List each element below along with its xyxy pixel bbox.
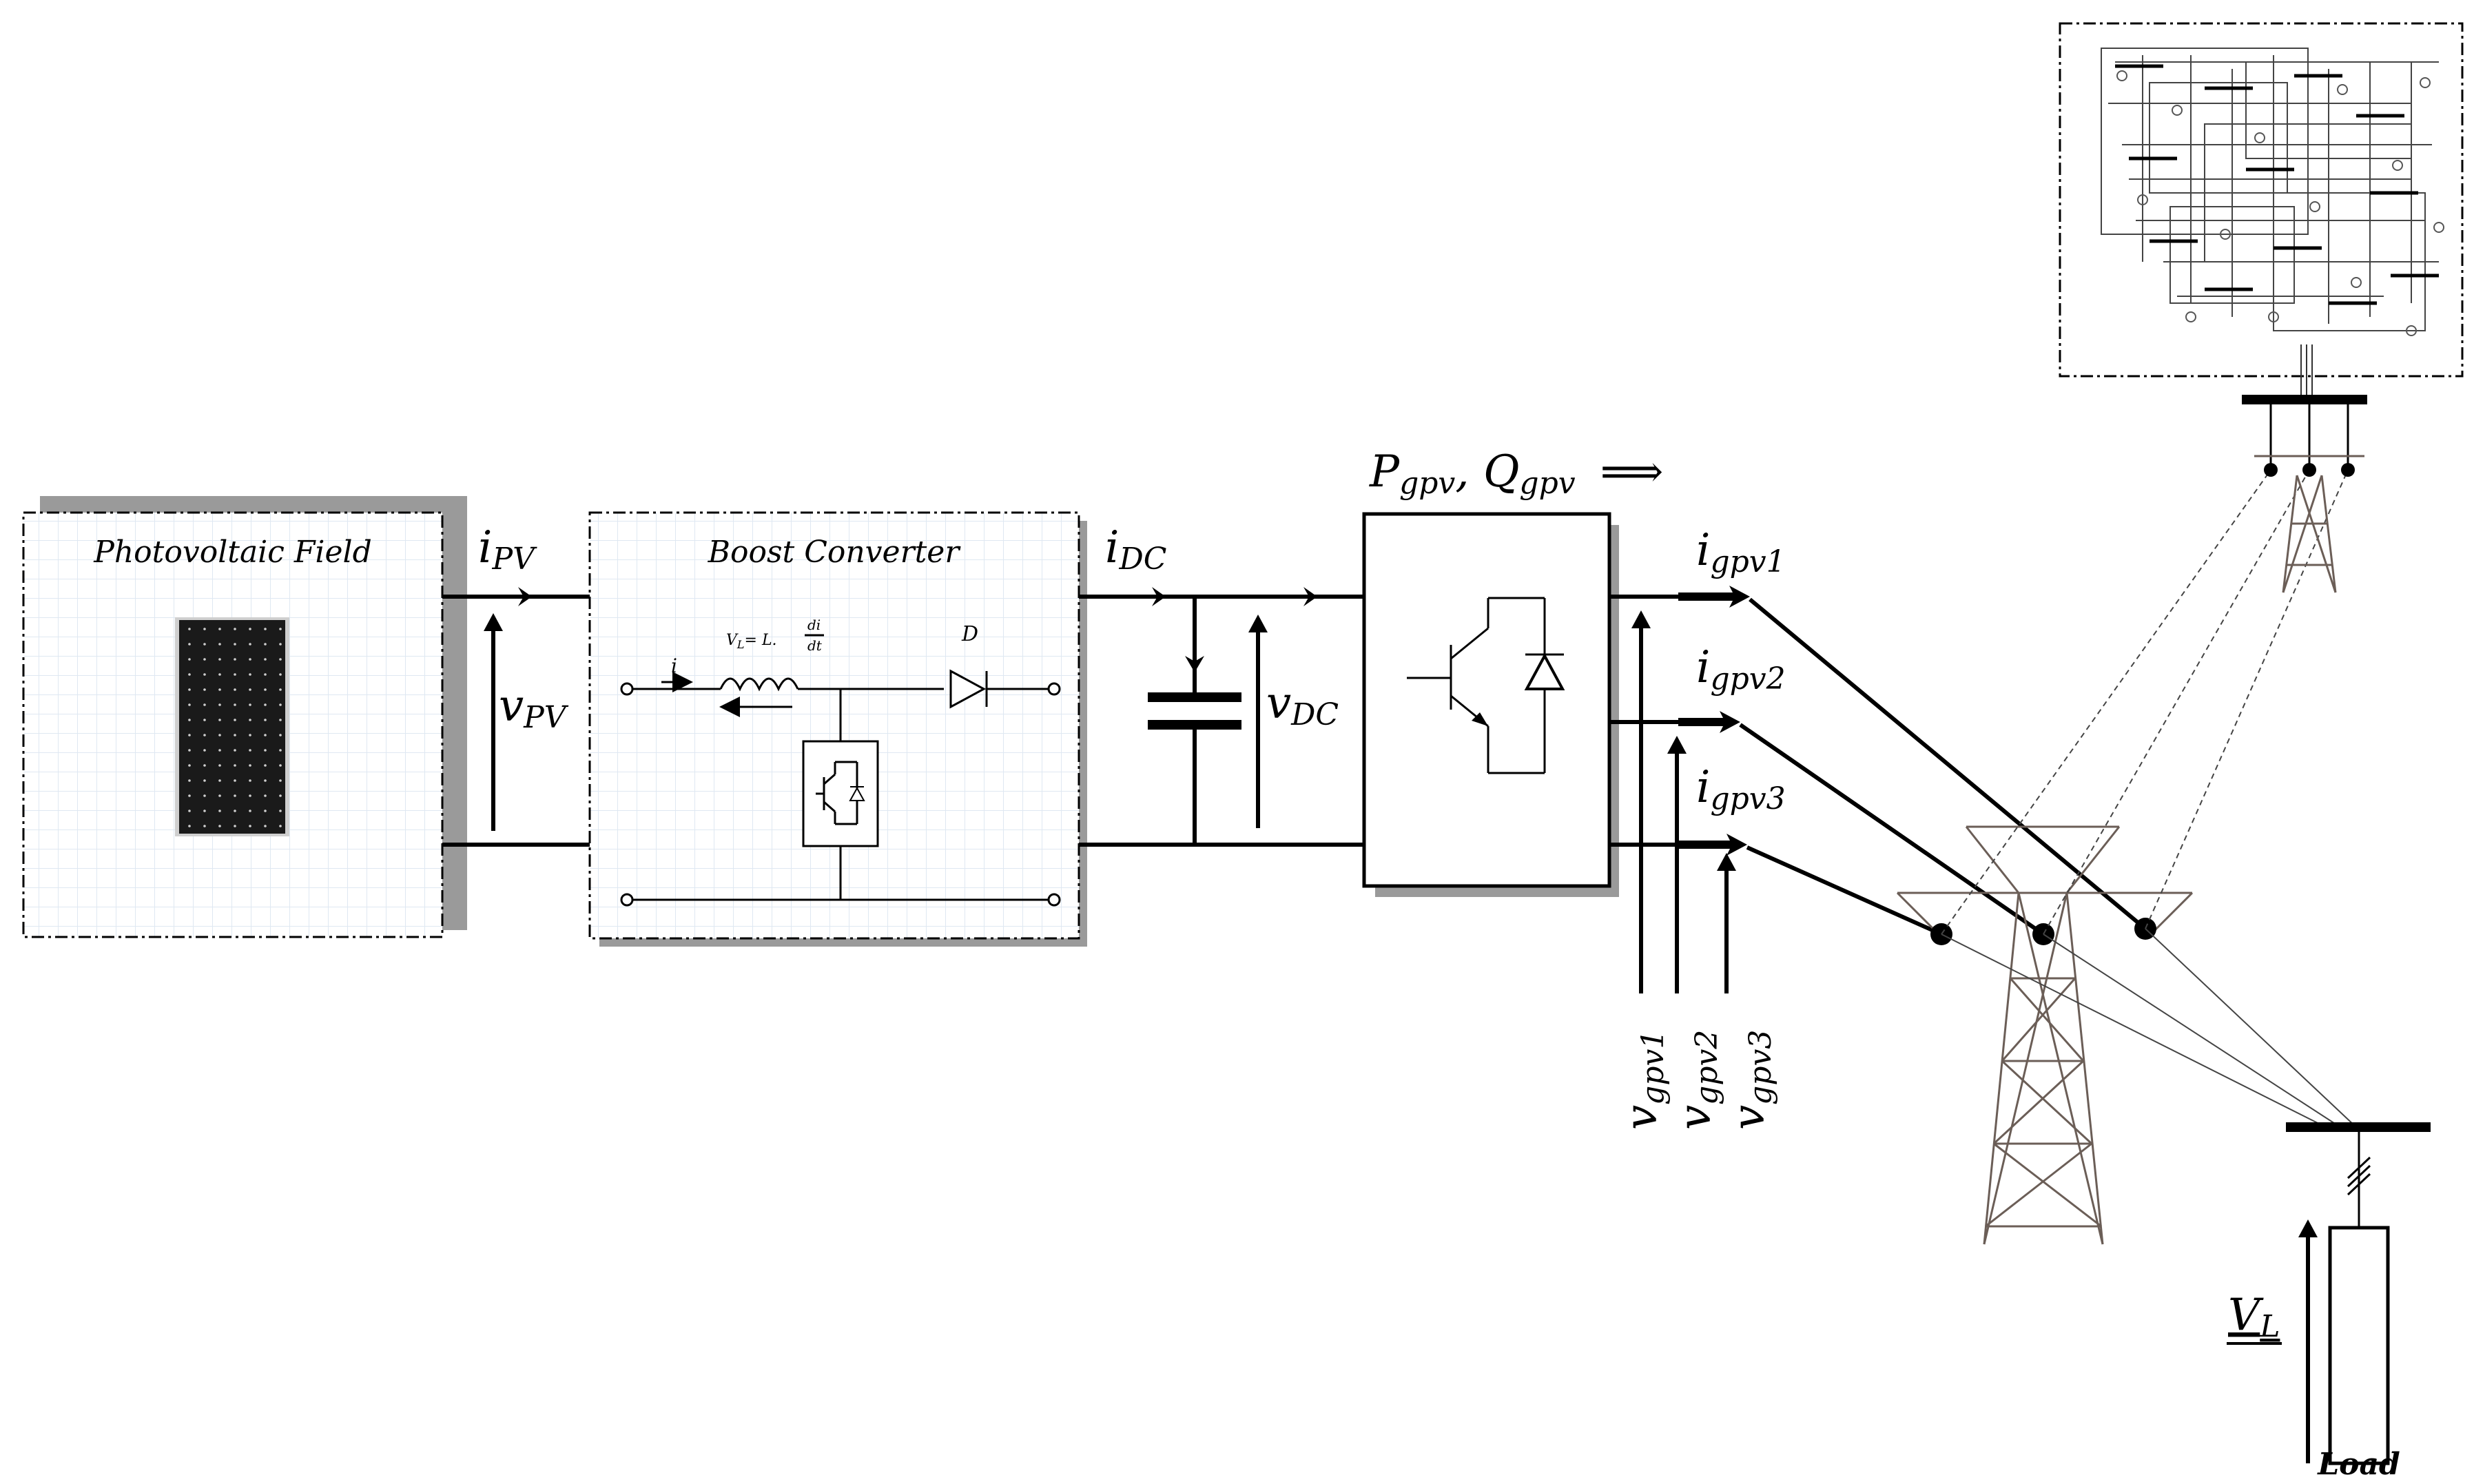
- i-gpv3-label: igpv3: [1696, 762, 1786, 816]
- ac-output-lines: [1609, 586, 2147, 993]
- small-tower-icon: [2254, 455, 2364, 593]
- inductor-icon: [719, 677, 799, 692]
- load-bus: [2286, 1122, 2431, 1228]
- v-gpv2-label: vgpv2: [1670, 1030, 1724, 1130]
- grid-node-1: [2264, 463, 2278, 477]
- grid-network-block: [2059, 22, 2464, 398]
- dc-capacitor-icon: [1148, 692, 1241, 730]
- load-label: Load: [2316, 1447, 2400, 1482]
- grid-bus: [2242, 395, 2367, 470]
- diode-label: D: [961, 622, 978, 646]
- i-pv-label: iPV: [478, 522, 537, 577]
- pv-output-wires: [442, 587, 590, 847]
- solar-panel-icon: [175, 617, 289, 836]
- boost-current-label: i: [671, 655, 677, 677]
- i-gpv1-label: igpv1: [1696, 525, 1786, 579]
- v-pv-label: vPV: [499, 681, 569, 735]
- i-gpv2-label: igpv2: [1696, 642, 1786, 697]
- inductor-equation: VL= L.: [726, 632, 777, 651]
- inductor-equation-num: di: [807, 617, 821, 633]
- v-gpv1-label: vgpv1: [1616, 1030, 1671, 1130]
- v-gpv3-label: vgpv3: [1724, 1030, 1778, 1130]
- load-voltage-arrow: [2298, 1219, 2318, 1463]
- pv-field-title: Photovoltaic Field: [93, 535, 372, 570]
- dc-link: [1079, 587, 1364, 847]
- boost-converter-block: Boost Converter i VL= L. di dt D: [588, 511, 1087, 947]
- inverter-block: [1362, 512, 1619, 897]
- v-l-label: VL: [2228, 1290, 2280, 1344]
- boost-converter-title: Boost Converter: [708, 535, 962, 570]
- load-icon: [2328, 1226, 2390, 1465]
- power-label: Pgpv, Qgpv⟹: [1369, 446, 1663, 501]
- grid-connection-lines: [1941, 469, 2357, 1131]
- grid-node-2: [2302, 463, 2316, 477]
- i-dc-label: iDC: [1105, 522, 1166, 577]
- v-dc-label: vDC: [1266, 678, 1339, 732]
- igbt-icon: [1407, 597, 1565, 774]
- grid-node-3: [2341, 463, 2355, 477]
- inductor-equation-den: dt: [807, 637, 823, 654]
- transmission-tower-icon: [1896, 825, 2194, 1245]
- pv-field-block: Photovoltaic Field: [22, 496, 467, 938]
- switch-icon: [802, 740, 879, 847]
